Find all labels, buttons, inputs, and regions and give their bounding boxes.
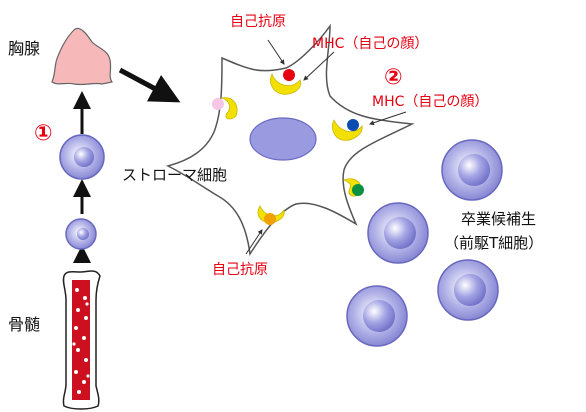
thymus-label: 胸腺 <box>8 39 40 58</box>
mhc-complex-right <box>332 119 363 141</box>
stromal-cell-label: ストローマ細胞 <box>122 166 227 184</box>
mhc-complex-bottom <box>257 205 285 225</box>
candidate-cell <box>441 139 503 201</box>
candidate-cell <box>437 259 499 321</box>
mhc-label-top: MHC（自己の顔） <box>312 36 428 52</box>
candidate-label-line2: （前駆T細胞） <box>444 234 543 252</box>
candidate-label-line1: 卒業候補生 <box>461 210 536 228</box>
self-antigen-pink <box>212 98 224 110</box>
candidate-cell <box>367 202 429 264</box>
step-1-marker: ① <box>34 121 53 146</box>
thymus-to-stroma-arrow <box>118 67 181 103</box>
self-antigen-label-bottom: 自己抗原 <box>212 262 268 278</box>
mhc-complex-top <box>270 69 302 95</box>
candidate-cell <box>346 285 408 347</box>
self-antigen-red <box>283 69 295 81</box>
pointer-self-antigen-top <box>267 39 285 65</box>
thymus-shape <box>51 27 113 86</box>
mhc-complex-lower-right <box>343 178 364 197</box>
bone-marrow-label: 骨髄 <box>8 315 40 334</box>
pointer-mhc-right <box>369 111 407 126</box>
stromal-cell-nucleus <box>249 117 317 161</box>
precursor-cell-small-nucleus <box>77 228 89 240</box>
self-antigen-label-top: 自己抗原 <box>230 14 286 30</box>
mhc-label-right: MHC（自己の顔） <box>372 94 488 110</box>
precursor-cell-mid-nucleus <box>74 147 94 167</box>
mhc-complex-left <box>212 97 238 120</box>
pointer-self-antigen-bottom <box>245 229 263 255</box>
pointer-mhc-top <box>303 51 335 81</box>
step-2-marker: ② <box>384 65 403 90</box>
self-antigen-green <box>352 184 364 196</box>
bone-marrow-bone <box>62 270 101 410</box>
self-antigen-blue <box>347 119 359 131</box>
self-antigen-orange <box>264 213 276 225</box>
